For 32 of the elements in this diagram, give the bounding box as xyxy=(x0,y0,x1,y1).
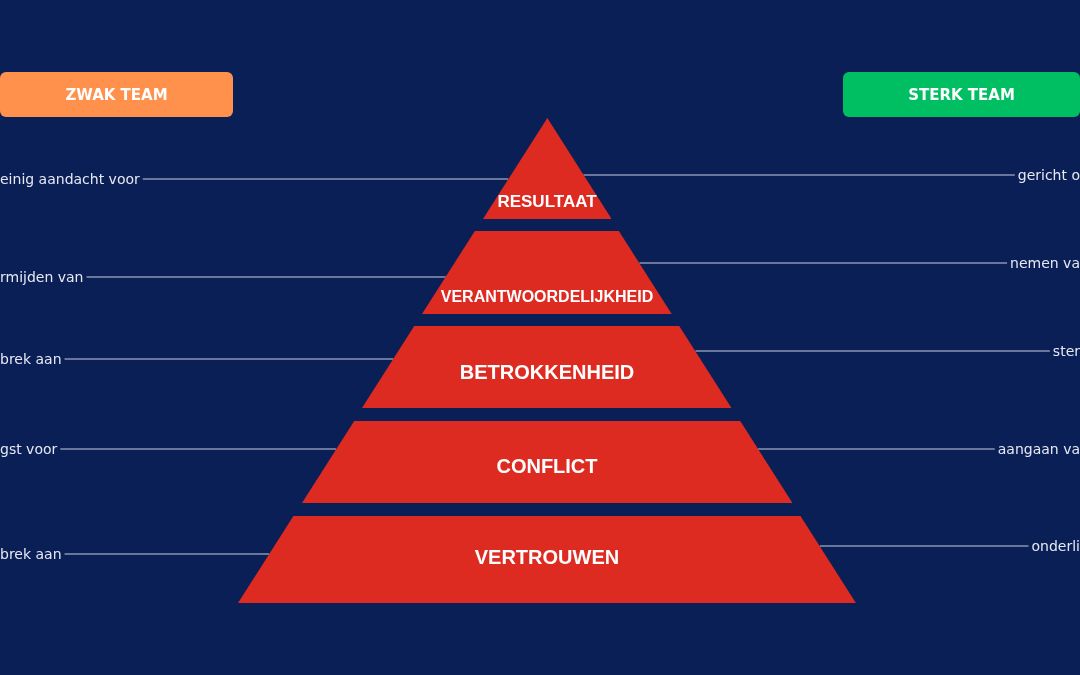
tier-label: RESULTAAT xyxy=(496,192,598,212)
weak-team-trait: gst voor xyxy=(0,437,58,461)
strong-team-trait: aangaan va xyxy=(997,437,1080,461)
weak-team-trait: rmijden van xyxy=(0,265,84,289)
pyramid-tier xyxy=(482,118,612,219)
connector-line xyxy=(59,448,337,450)
strong-team-trait: nemen va xyxy=(1010,251,1080,275)
connector-line xyxy=(638,262,1008,264)
connector-line xyxy=(64,553,270,555)
pyramid-tier xyxy=(238,516,856,603)
header-label: STERK TEAM xyxy=(843,72,1080,117)
weak-team-trait: einig aandacht voor xyxy=(0,167,140,191)
header-label: ZWAK TEAM xyxy=(0,72,233,117)
connector-line xyxy=(64,358,394,360)
connector-line xyxy=(757,448,996,450)
weak-team-trait: brek aan xyxy=(0,347,62,371)
pyramid-tier xyxy=(301,421,793,503)
pyramid-tier xyxy=(422,231,672,314)
connector-line xyxy=(819,545,1029,547)
connector-line xyxy=(582,174,1016,176)
weak-team-trait: brek aan xyxy=(0,542,62,566)
strong-team-trait: gericht o xyxy=(1017,163,1080,187)
connector-line xyxy=(142,178,509,180)
connector-line xyxy=(86,276,447,278)
tier-label: VERTROUWEN xyxy=(473,546,621,569)
connector-line xyxy=(694,350,1051,352)
strong-team-trait: ster xyxy=(1052,339,1080,363)
strong-team-trait: onderli xyxy=(1031,534,1080,558)
pyramid-tier xyxy=(362,326,732,408)
tier-label: VERANTWOORDELIJKHEID xyxy=(439,288,655,306)
tier-label: BETROKKENHEID xyxy=(458,361,636,384)
tier-label: CONFLICT xyxy=(495,455,599,478)
